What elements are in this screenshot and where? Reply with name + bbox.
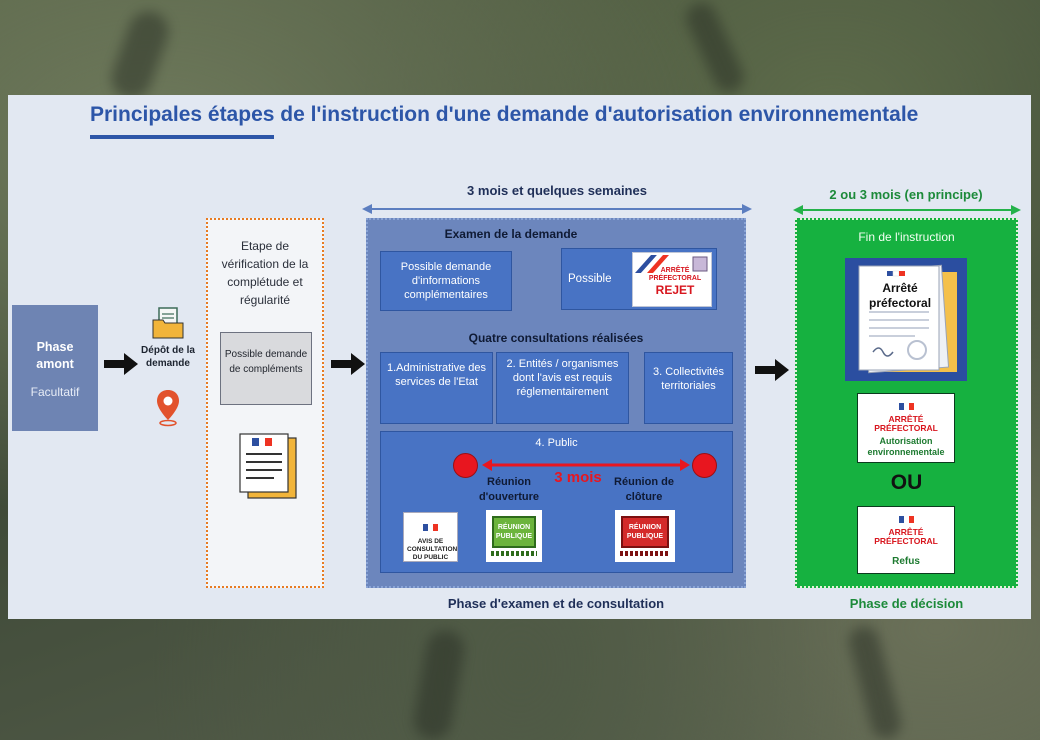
infos-complementaires-box: Possible demande d'informations compléme… [380,251,512,311]
arrete-rejet-card: ARRÊTÉ PRÉFECTORAL REJET [632,252,712,307]
reunion-publique-red-badge: RÉUNION PUBLIQUE [615,510,675,562]
arrete-document-icon [858,264,957,374]
diagram-title: Principales étapes de l'instruction d'un… [90,103,919,126]
decision-duration-line [798,209,1015,211]
folder-document-icon [152,307,184,339]
phase-examen-label: Phase d'examen et de consultation [447,596,665,611]
documents-stack-icon [239,433,297,499]
avis-consultation-card: AVIS DE CONSULTATION DU PUBLIC [403,512,458,562]
arrete-refus-card: ARRÊTÉ PRÉFECTORAL Refus [857,506,955,574]
end-dot [692,453,717,478]
arrowhead-right-icon [1011,205,1021,215]
diagram-panel: Principales étapes de l'instruction d'un… [8,95,1031,619]
phase-amont-subtitle: Facultatif [30,385,80,399]
french-flag-icon [423,524,438,531]
card1-head1: ARRÊTÉ [888,414,924,424]
arrow-right-icon [755,359,789,381]
examen-duration-line [368,208,746,210]
title-underline [90,135,274,139]
consultation-entites: 2. Entités / organismes dont l'avis est … [496,352,629,424]
public-duration: 3 mois [554,469,602,486]
arrowhead-right-icon [742,204,752,214]
consultation-collectivites: 3. Collectivités territoriales [644,352,733,424]
phase-amont-title: Phase amont [36,340,74,371]
consultations-title: Quatre consultations réalisées [468,331,644,345]
reunion-cloture-label: Réunion de clôture [614,476,674,503]
verification-text: Etape de vérification de la complétude e… [221,239,309,307]
arrete-autorisation-card: ARRÊTÉ PRÉFECTORAL Autorisation environn… [857,393,955,463]
examen-duration: 3 mois et quelques semaines [467,183,647,198]
fin-instruction-label: Fin de l'instruction [858,230,955,244]
phase-decision-label: Phase de décision [849,596,964,611]
arrow-right-icon [331,353,365,375]
card1-head2: PRÉFECTORAL [874,423,938,433]
possible-label: Possible [568,273,612,285]
depot-label: Dépôt de la demande [141,345,195,369]
card2-head2: PRÉFECTORAL [874,536,938,546]
double-arrow-icon [482,459,690,471]
reunion-ouverture-label: Réunion d'ouverture [478,476,540,503]
avis-card-text: AVIS DE CONSULTATION DU PUBLIC [407,538,458,561]
arrowhead-left-icon [793,205,803,215]
arrowhead-left-icon [362,204,372,214]
reunion-red-text: RÉUNION PUBLIQUE [626,524,664,540]
phase-amont-box: Phase amont Facultatif [12,305,98,431]
arrete-document-box: Arrêté préfectoral [845,258,967,381]
card2-sub: Refus [892,556,920,567]
french-flag-icon [898,403,914,410]
start-dot [453,453,478,478]
reunion-publique-green-badge: RÉUNION PUBLIQUE [486,510,542,562]
public-label: 4. Public [535,437,578,449]
rejet-card-line1: ARRÊTÉ [660,267,690,274]
card1-sub: Autorisation environnementale [867,436,945,457]
decision-duration: 2 ou 3 mois (en principe) [829,187,983,202]
complements-box: Possible demande de compléments [220,332,312,405]
reunion-green-text: RÉUNION PUBLIQUE [495,524,533,540]
consultation-administrative: 1.Administrative des services de l'Etat [380,352,493,424]
arrow-right-icon [104,353,138,375]
location-pin-icon [157,390,179,427]
rejet-card-line3: REJET [655,283,695,297]
arrete-document-title: Arrêté préfectoral [869,281,932,310]
or-label: OU [890,471,923,494]
tricolor-stripe-icon [635,255,708,273]
rejet-card-line2: PRÉFECTORAL [648,275,702,282]
card2-head1: ARRÊTÉ [888,527,924,537]
examen-title: Examen de la demande [444,227,578,241]
french-flag-icon [898,516,914,523]
